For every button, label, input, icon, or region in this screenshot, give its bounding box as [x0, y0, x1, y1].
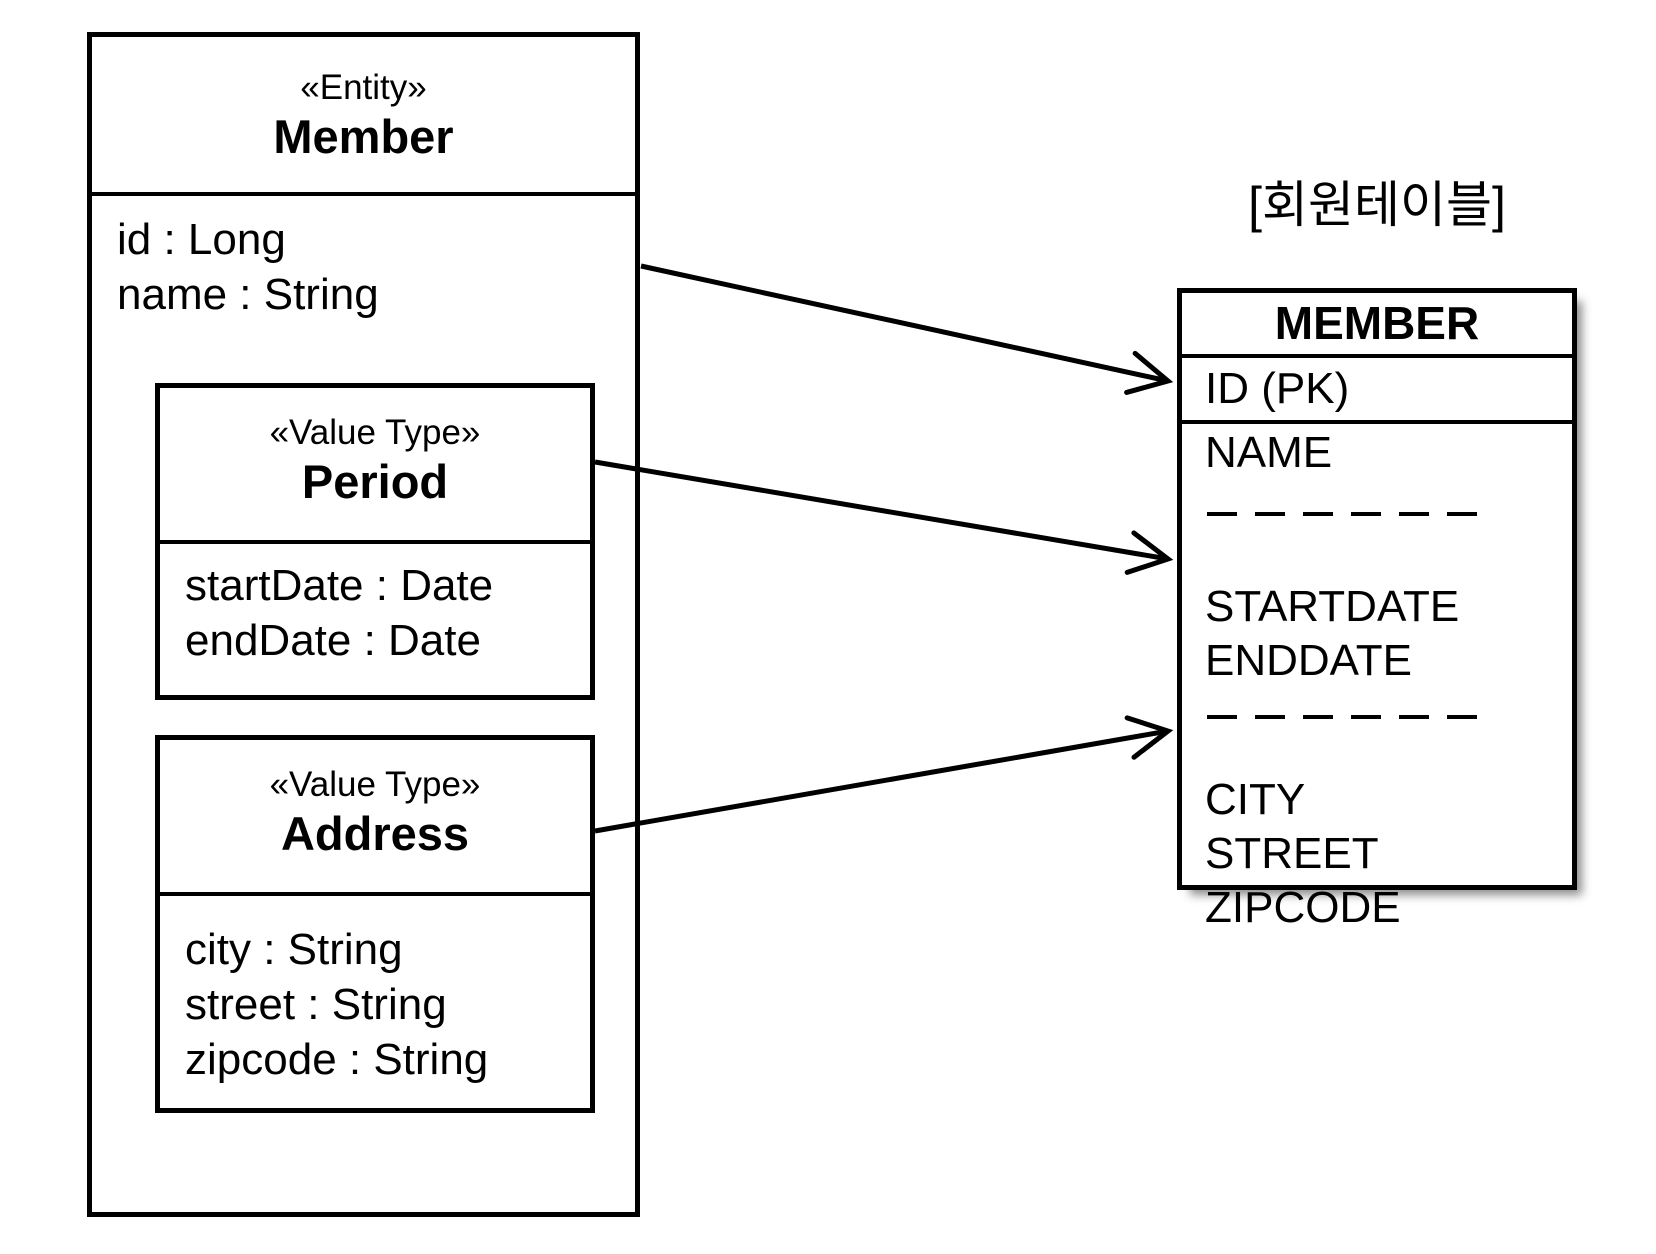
value-type-box-address: «Value Type» Address city : String stree…: [155, 735, 595, 1113]
dashed-line: [1207, 715, 1477, 719]
arrow-period-to-table: [594, 459, 1174, 575]
value-type-field-street: street : String: [185, 980, 447, 1029]
value-type-fields: city : String street : String zipcode : …: [160, 896, 590, 1087]
arrow-address-to-table: [594, 715, 1174, 834]
db-table-name: MEMBER: [1182, 293, 1572, 358]
db-table-row-name: NAME: [1205, 428, 1333, 477]
db-table-row-zipcode: ZIPCODE: [1205, 883, 1401, 932]
value-type-box-period-header: «Value Type» Period: [160, 388, 590, 544]
dashed-line: [1207, 512, 1477, 516]
value-type-fields: startDate : Date endDate : Date: [160, 544, 590, 668]
entity-name: Member: [273, 110, 454, 163]
value-type-field-zipcode: zipcode : String: [185, 1035, 489, 1084]
arrow-member-to-table: [640, 263, 1174, 395]
value-type-name: Address: [280, 807, 470, 860]
entity-box-member-header: «Entity» Member: [92, 37, 635, 196]
db-table-row-startdate: STARTDATE: [1205, 582, 1460, 631]
value-type-field-startdate: startDate : Date: [185, 561, 494, 610]
db-table-pk-row: ID (PK): [1182, 358, 1572, 424]
db-table-member: MEMBER ID (PK) NAME STARTDATE ENDDATE CI…: [1177, 288, 1577, 932]
value-type-stereotype: «Value Type»: [269, 413, 481, 452]
value-type-field-city: city : String: [185, 925, 403, 974]
entity-field-id: id : Long: [117, 215, 286, 264]
entity-stereotype: «Entity»: [300, 68, 427, 107]
dashed-separator: [1182, 715, 1572, 773]
value-type-name: Period: [301, 455, 449, 508]
db-table-caption: [회원테이블]: [1248, 177, 1506, 233]
value-type-box-period: «Value Type» Period startDate : Date end…: [155, 383, 595, 700]
value-type-box-address-header: «Value Type» Address: [160, 740, 590, 896]
db-table-body: NAME STARTDATE ENDDATE CITY STREET ZIPCO…: [1182, 424, 1572, 935]
db-table-row-street: STREET: [1205, 829, 1379, 878]
entity-field-name: name : String: [117, 270, 379, 319]
value-type-stereotype: «Value Type»: [269, 765, 481, 804]
dashed-separator: [1182, 512, 1572, 580]
db-table-row-enddate: ENDDATE: [1205, 636, 1412, 685]
entity-fields: id : Long name : String: [92, 196, 635, 322]
value-type-field-enddate: endDate : Date: [185, 616, 481, 665]
db-table-row-city: CITY: [1205, 775, 1306, 824]
